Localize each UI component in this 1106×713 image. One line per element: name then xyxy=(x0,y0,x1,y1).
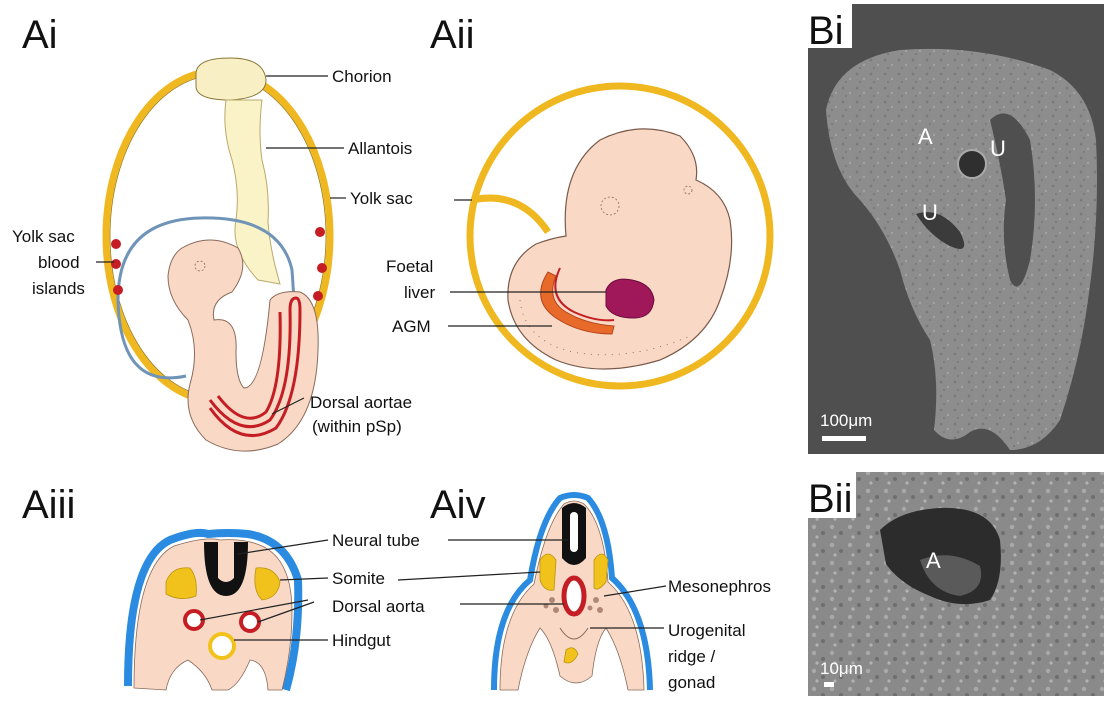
label-dorsal-aortae-2: (within pSp) xyxy=(312,417,402,436)
label-dorsal-aorta: Dorsal aorta xyxy=(332,597,425,616)
panel-bi: Bi A U U 100μm xyxy=(808,4,1104,454)
label-foetal-liver-2: liver xyxy=(404,283,436,302)
label-blood-islands-1: Yolk sac xyxy=(12,227,75,246)
panel-bii-letter: Bii xyxy=(808,477,852,521)
panel-aiii: Aiii Neural tube Somite Dorsal aorta Hin… xyxy=(22,483,425,690)
panel-bii: Bii A 10μm xyxy=(808,472,1104,696)
bii-label-a: A xyxy=(926,548,941,573)
label-agm: AGM xyxy=(392,317,431,336)
label-mesonephros: Mesonephros xyxy=(668,577,771,596)
ai-embryo xyxy=(168,240,318,451)
bi-label-a: A xyxy=(918,124,933,149)
bi-label-u-top: U xyxy=(990,136,1006,161)
label-dorsal-aortae-1: Dorsal aortae xyxy=(310,393,412,412)
aiv-somite-left xyxy=(540,554,556,590)
label-blood-islands-3: islands xyxy=(32,279,85,298)
label-urogenital-2: ridge / xyxy=(668,647,716,666)
panel-aiv: Aiv xyxy=(398,483,666,690)
aiii-dorsal-aorta-right xyxy=(241,613,259,631)
panel-aii: Aii Foetal liver AGM xyxy=(386,13,770,386)
label-urogenital-1: Urogenital xyxy=(668,621,746,640)
label-urogenital-3: gonad xyxy=(668,673,715,692)
bi-scale-bar xyxy=(822,436,866,441)
bii-scale-label: 10μm xyxy=(820,659,863,678)
panel-ai-letter: Ai xyxy=(22,13,58,57)
panel-aii-letter: Aii xyxy=(430,13,474,57)
label-neural-tube: Neural tube xyxy=(332,531,420,550)
panel-ai: Ai Chorion Allantois Yolk sac Yolk sac xyxy=(12,13,413,451)
label-somite: Somite xyxy=(332,569,385,588)
bi-scale-label: 100μm xyxy=(820,411,872,430)
label-hindgut: Hindgut xyxy=(332,631,391,650)
aiii-hindgut xyxy=(210,634,234,658)
bii-scale-bar xyxy=(824,682,834,687)
aii-embryo xyxy=(508,129,732,369)
panel-aiv-letter: Aiv xyxy=(430,483,486,527)
panel-bi-letter: Bi xyxy=(808,9,844,53)
bi-label-u-bottom: U xyxy=(922,200,938,225)
label-chorion: Chorion xyxy=(332,67,392,86)
ai-chorion xyxy=(196,58,266,100)
label-yolk-sac: Yolk sac xyxy=(350,189,413,208)
panel-aiii-letter: Aiii xyxy=(22,483,75,527)
label-blood-islands-2: blood xyxy=(38,253,80,272)
aiv-dorsal-aorta xyxy=(564,578,584,614)
label-foetal-liver-1: Foetal xyxy=(386,257,433,276)
label-allantois: Allantois xyxy=(348,139,412,158)
